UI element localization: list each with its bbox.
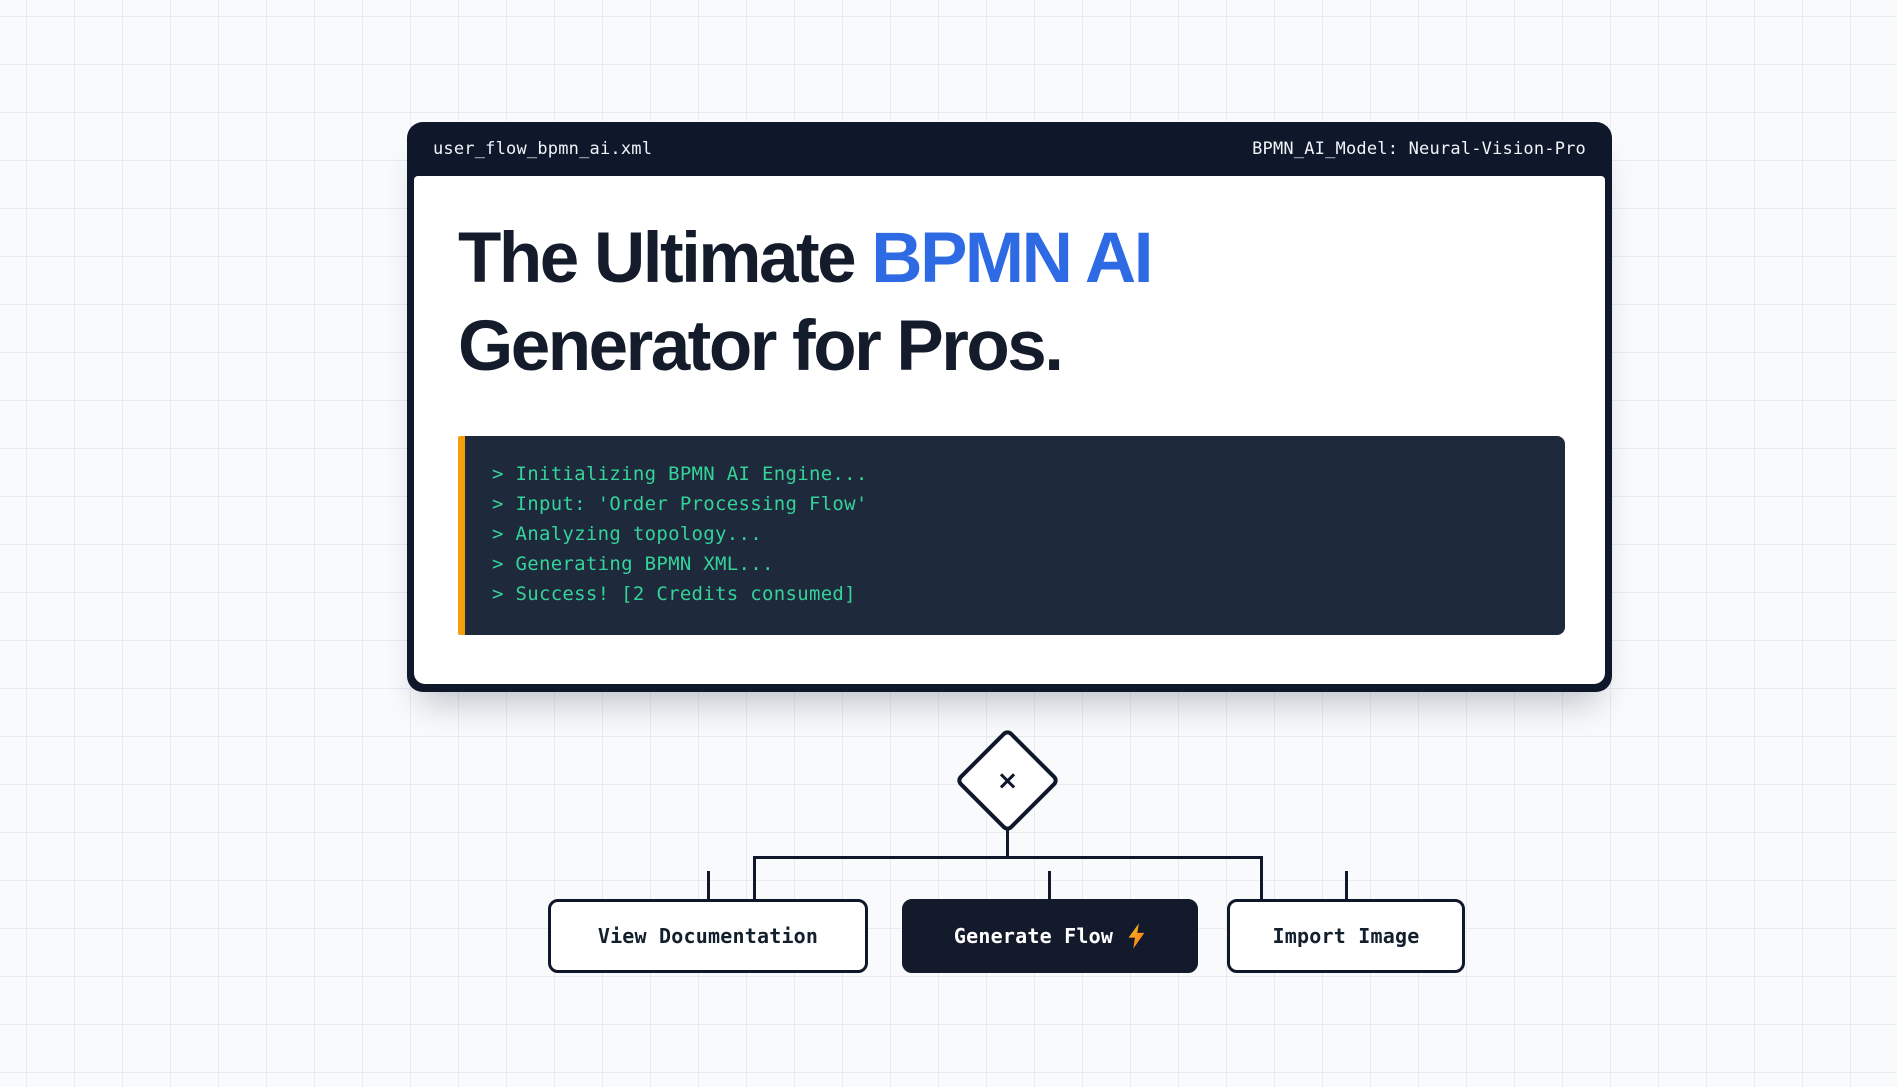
generate-flow-button[interactable]: Generate Flow	[902, 899, 1198, 973]
connector-diamond-stem	[1006, 830, 1009, 858]
connector-horizontal-bar	[753, 856, 1263, 859]
window-titlebar: user_flow_bpmn_ai.xml BPMN_AI_Model: Neu…	[407, 122, 1612, 176]
terminal-line: > Input: 'Order Processing Flow'	[492, 493, 868, 515]
title-highlight: BPMN AI	[871, 219, 1153, 298]
import-image-label: Import Image	[1272, 924, 1420, 948]
connector-stub-left	[707, 871, 710, 900]
title-prefix: The Ultimate	[458, 219, 872, 298]
terminal-line: > Initializing BPMN AI Engine...	[492, 463, 868, 485]
terminal-line: > Success! [2 Credits consumed]	[492, 583, 856, 605]
title-line2: Generator for Pros.	[458, 307, 1064, 386]
connector-elbow-left	[753, 856, 756, 900]
gateway-x-icon: ×	[996, 765, 1019, 796]
connector-stub-right	[1345, 871, 1348, 900]
terminal-line: > Analyzing topology...	[492, 523, 762, 545]
connector-stub-center	[1048, 871, 1051, 900]
lightning-bolt-icon	[1128, 923, 1145, 949]
model-label: BPMN_AI_Model: Neural-Vision-Pro	[1252, 139, 1586, 159]
connector-elbow-right	[1260, 856, 1263, 900]
filename-label: user_flow_bpmn_ai.xml	[433, 139, 653, 159]
terminal-output: > Initializing BPMN AI Engine... > Input:…	[458, 436, 1565, 635]
page-title: The Ultimate BPMN AI Generator for Pros.	[458, 215, 1518, 391]
terminal-line: > Generating BPMN XML...	[492, 553, 774, 575]
generate-flow-label: Generate Flow	[953, 924, 1114, 948]
import-image-button[interactable]: Import Image	[1227, 899, 1465, 973]
view-documentation-label: View Documentation	[597, 924, 819, 948]
window-card: user_flow_bpmn_ai.xml BPMN_AI_Model: Neu…	[407, 122, 1612, 692]
view-documentation-button[interactable]: View Documentation	[548, 899, 868, 973]
